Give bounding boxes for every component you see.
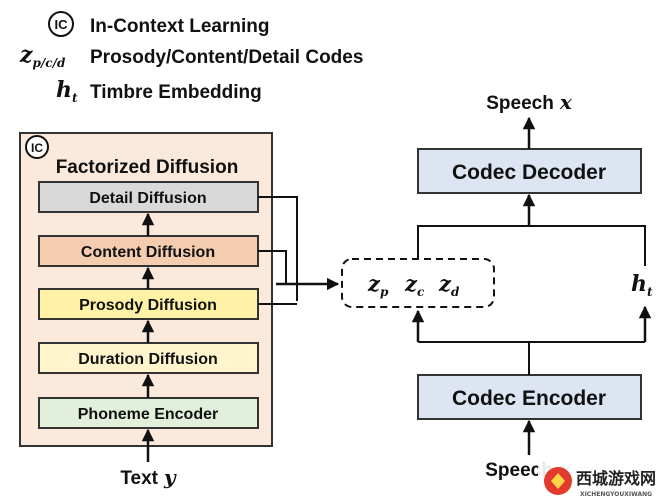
codes-group: zp zc zd xyxy=(341,258,495,308)
ic-panel-badge-icon xyxy=(25,135,49,159)
watermark-subtext: XICHENGYOUXIWANG xyxy=(580,491,652,498)
timbre-h-t: ht xyxy=(631,271,653,299)
prosody-diffusion-label: Prosody Diffusion xyxy=(79,297,217,314)
ic-panel-badge-text: IC xyxy=(31,141,43,155)
watermark-background xyxy=(538,462,672,500)
duration-diffusion-label: Duration Diffusion xyxy=(78,351,218,368)
factorized-panel-title: Factorized Diffusion xyxy=(56,157,239,178)
codec-encoder-box xyxy=(417,374,642,420)
phoneme-encoder-box xyxy=(38,397,259,429)
content-diffusion-label: Content Diffusion xyxy=(81,244,215,261)
code-z-p: zp xyxy=(367,271,389,299)
phoneme-encoder-label: Phoneme Encoder xyxy=(78,406,218,423)
encoder-output-lines xyxy=(418,341,645,375)
decoder-input-lines xyxy=(417,225,646,266)
code-z-c: zc xyxy=(404,271,425,299)
codes-dashed-box xyxy=(341,258,495,308)
watermark-text: 西城游戏网 xyxy=(576,469,656,488)
module-output-connectors xyxy=(258,196,298,305)
connector-content xyxy=(258,250,287,284)
codec-decoder-box xyxy=(417,148,642,194)
legend-codes-symbol: zp/c/d xyxy=(19,42,66,70)
detail-diffusion-label: Detail Diffusion xyxy=(89,190,206,207)
decoder-merge-line xyxy=(417,225,646,266)
legend-timbre-symbol: ht xyxy=(56,77,78,105)
code-z-d: zd xyxy=(438,271,460,299)
codec-encoder-label: Codec Encoder xyxy=(452,387,606,410)
legend-codes-text: Prosody/Content/Detail Codes xyxy=(90,47,363,68)
factorized-diffusion-panel: IC Factorized Diffusion Detail Diffusion… xyxy=(19,132,273,447)
duration-diffusion-box xyxy=(38,342,259,374)
ic-legend-badge-text: IC xyxy=(55,17,69,32)
ic-legend-badge-icon xyxy=(48,11,74,37)
legend-timbre-text: Timbre Embedding xyxy=(90,82,262,103)
codec-decoder-label: Codec Decoder xyxy=(452,161,606,184)
watermark-logo-mark xyxy=(551,473,565,489)
legend: IC In-Context Learning zp/c/d Prosody/Co… xyxy=(19,11,363,105)
legend-ic-text: In-Context Learning xyxy=(90,16,269,37)
connector-detail xyxy=(258,196,298,301)
watermark: 西城游戏网 XICHENGYOUXIWANG xyxy=(538,462,672,500)
